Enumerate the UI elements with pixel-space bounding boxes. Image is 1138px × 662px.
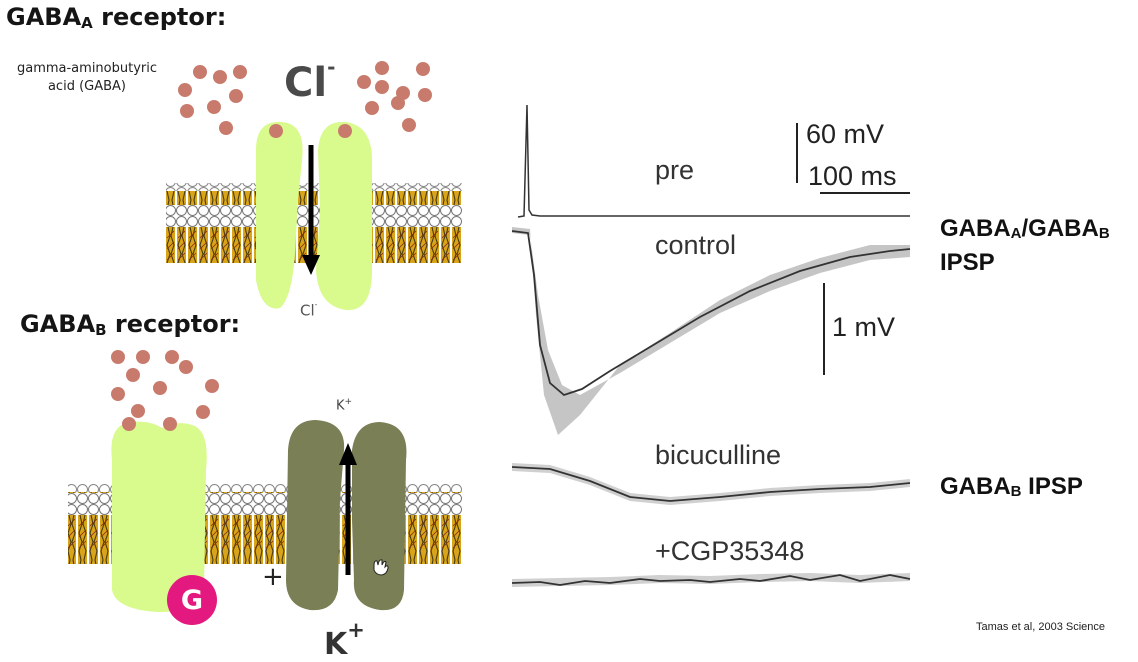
trace-control-band — [512, 227, 910, 435]
gaba-b-receptor — [111, 421, 207, 612]
label-gaba-ab-ipsp: GABAA/GABAB IPSP — [940, 215, 1110, 276]
trace-pre — [517, 104, 910, 218]
scale-label-time: 100 ms — [808, 161, 897, 191]
plus-sign: + — [262, 562, 284, 592]
trace-bicuculline — [511, 466, 911, 502]
scale-label-ipsp-voltage: 1 mV — [832, 312, 896, 342]
trace-label-cgp: +CGP35348 — [655, 536, 805, 566]
chloride-ion-label-top: Cl- — [284, 55, 336, 106]
potassium-ion-label-top: K+ — [336, 397, 353, 414]
gaba-a-ligand-dots — [178, 61, 432, 138]
k-channel-right — [352, 422, 407, 611]
label-gaba-b-ipsp: GABAB IPSP — [940, 473, 1083, 500]
gaba-a-membrane — [166, 183, 462, 263]
chloride-ion-label-bottom: Cl- — [300, 300, 318, 320]
gaba-a-channel-left — [256, 121, 303, 309]
trace-control — [511, 230, 911, 397]
gaba-a-heading: GABAA receptor: — [6, 3, 227, 32]
gaba-b-ligand-dots — [111, 350, 219, 431]
trace-label-control: control — [655, 230, 737, 260]
hand-cursor-icon — [373, 559, 389, 576]
chloride-flow-arrow — [302, 145, 320, 275]
gaba-ligand-label: gamma-aminobutyric acid (GABA) — [16, 61, 158, 94]
trace-label-bicuculline: bicuculline — [655, 440, 782, 470]
trace-cgp-band — [512, 573, 910, 587]
k-channel-left — [286, 420, 345, 611]
scale-label-pre-voltage: 60 mV — [806, 119, 885, 149]
trace-bicuculline-band — [512, 463, 910, 505]
receptor-diagrams — [68, 61, 462, 612]
gaba-a-channel-right — [316, 121, 372, 311]
potassium-ion-label-bottom: K+ — [324, 618, 365, 662]
trace-cgp — [511, 574, 911, 586]
trace-label-pre: pre — [655, 155, 695, 185]
ipsp-recording-traces — [511, 104, 911, 587]
potassium-flow-arrow — [339, 443, 357, 575]
citation: Tamas et al, 2003 Science — [976, 621, 1106, 633]
g-protein-badge: G — [167, 575, 217, 625]
gaba-b-heading: GABAB receptor: — [20, 310, 241, 339]
